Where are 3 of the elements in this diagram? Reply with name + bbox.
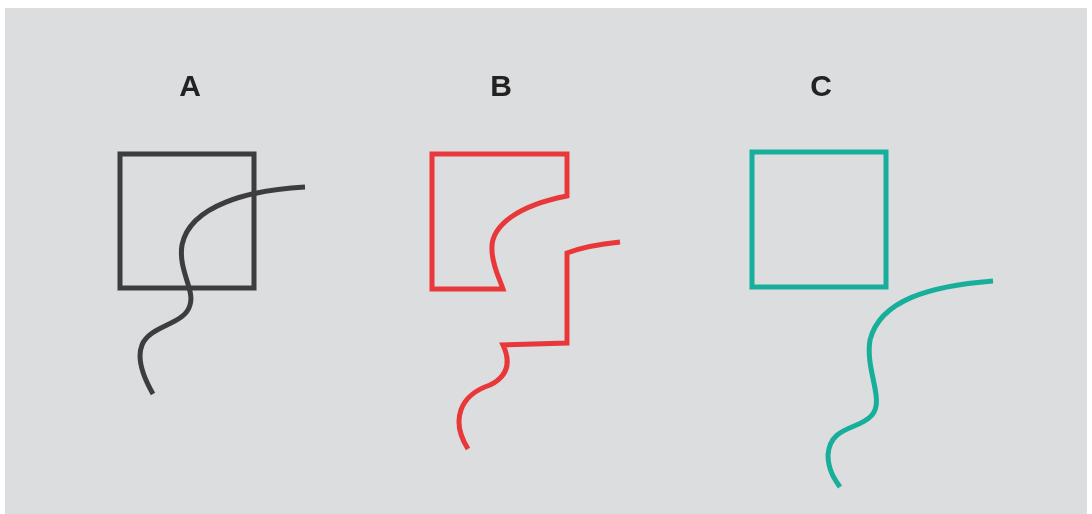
panel-letter: B bbox=[490, 68, 512, 104]
panel-letter: C bbox=[810, 68, 832, 104]
panel-letter: A bbox=[179, 68, 201, 104]
